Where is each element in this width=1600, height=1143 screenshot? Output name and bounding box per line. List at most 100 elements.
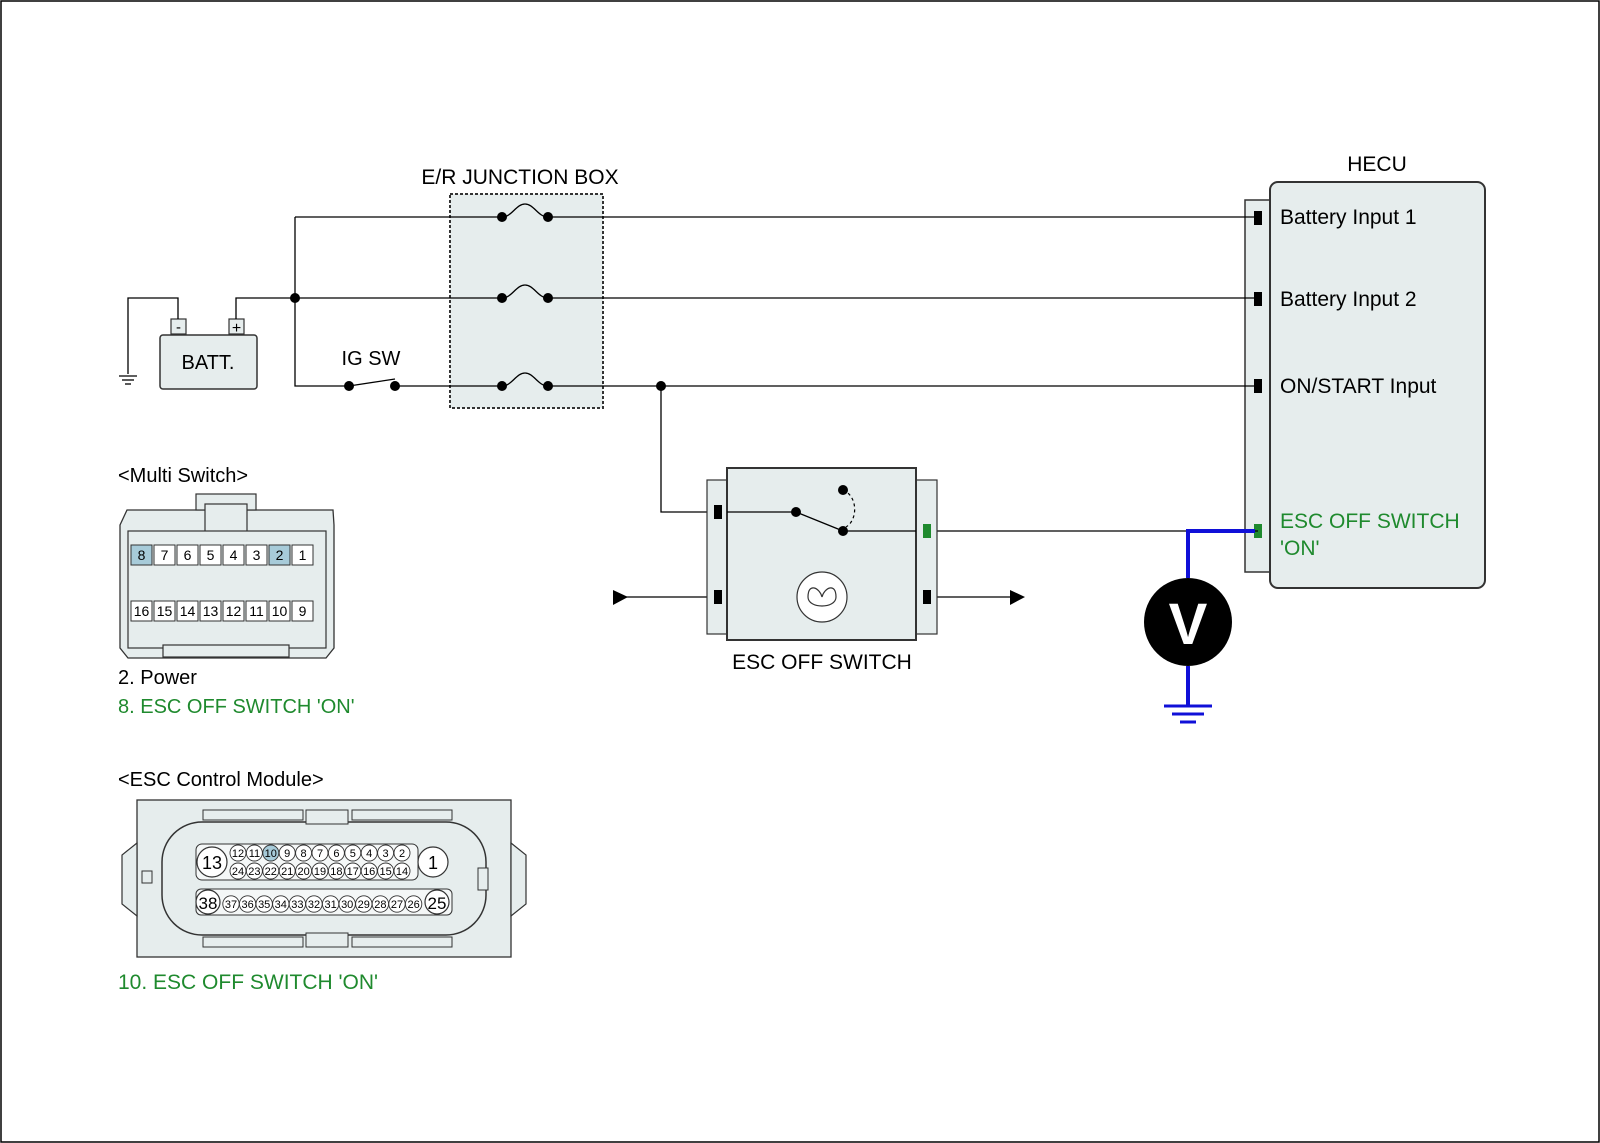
multi-switch-pin-label: 14 [180,603,196,619]
esc-module-pin-label: 26 [407,899,419,911]
esc-module-pin-label: 27 [391,899,403,911]
esc-module-pin-label: 19 [314,866,326,878]
esc-module-pin-label: 32 [308,899,320,911]
esc-pin-38-label: 38 [199,894,218,913]
esc-pin-row-3: 37 36 35 34 33 32 31 30 29 28 27 26 [222,895,423,913]
esc-pin-25-label: 25 [428,894,447,913]
multi-switch-pin [130,544,153,566]
multi-switch-pin [153,600,176,622]
esc-module-pin-label: 21 [281,866,293,878]
voltmeter-label: V [1169,592,1208,657]
esc-module-pin [393,844,411,862]
hecu-pin-battery-input-2: Battery Input 2 [1280,288,1417,311]
esc-module-pin-label: 7 [317,848,323,860]
esc-module-pin-label: 37 [225,899,237,911]
esc-off-switch: ESC OFF SWITCH [706,467,938,674]
multi-switch-pin [268,544,291,566]
esc-pin-25 [424,889,450,915]
hecu-pin-esc-off-line1: ESC OFF SWITCH [1280,510,1460,533]
voltmeter-icon [1144,578,1232,666]
junction-box: E/R JUNCTION BOX [421,166,619,409]
measure-wire [1186,529,1255,578]
main-wires [294,203,1258,598]
hecu-body [1269,181,1486,589]
multi-switch-pin [245,600,268,622]
esc-module-pin-label: 17 [347,866,359,878]
esc-module-pin-label: 29 [358,899,370,911]
esc-pin-13-label: 13 [202,853,222,873]
battery-body [159,334,258,390]
multi-switch-pin [176,600,199,622]
esc-module-title: <ESC Control Module> [118,769,324,791]
multi-switch-pin-label: 3 [253,547,261,563]
multi-switch-pin-label: 7 [161,547,169,563]
esc-switch-terminal-lamp-in [714,590,722,604]
multi-switch-pin-label: 12 [226,603,242,619]
esc-pin-38 [195,889,221,915]
ig-switch-label: IG SW [342,348,401,370]
voltmeter: V [1144,529,1255,724]
battery-wiring [119,297,295,385]
esc-module-pin-label: 8 [301,848,307,860]
multi-switch-title: <Multi Switch> [118,465,248,487]
esc-module-pin-label: 36 [241,899,253,911]
esc-module-pin-label: 9 [284,848,290,860]
esc-module-pin-label: 14 [396,866,408,878]
multi-switch-pin-label: 4 [230,547,238,563]
hecu-label: HECU [1347,153,1407,176]
esc-module-pin-label: 34 [275,899,287,911]
multi-switch-pin-label: 16 [134,603,150,619]
esc-switch-terminal-in [714,505,722,519]
multi-switch-pin-label: 5 [207,547,215,563]
multi-switch-pin [222,600,245,622]
hecu-pin-esc-off-line2: 'ON' [1280,537,1320,560]
esc-module-pin-label: 3 [383,848,389,860]
arrow-out-icon [1010,590,1025,605]
esc-module-pin-label: 5 [350,848,356,860]
multi-switch-pin-label: 11 [249,603,264,619]
hecu-terminal-2 [1254,292,1262,306]
esc-module-pin-label: 31 [324,899,336,911]
esc-pin-1 [417,846,449,878]
esc-module-pin-label: 15 [379,866,391,878]
multi-switch-pin [199,600,222,622]
multi-switch-pin-label: 9 [299,603,307,619]
multi-switch-pin-label: 6 [184,547,192,563]
multi-switch-pin [222,544,245,566]
hecu-pin-on-start-input: ON/START Input [1280,375,1437,398]
battery-plus-sign: + [232,320,241,337]
hecu-pin-battery-input-1: Battery Input 1 [1280,206,1417,229]
arrow-in-icon [613,590,628,605]
esc-module-pin-label: 28 [374,899,386,911]
switch-contact [795,511,844,532]
esc-module-pin-label: 11 [249,848,260,860]
multi-switch-note-power: 2. Power [118,667,197,689]
junction-box-outline [449,193,604,409]
esc-module-pin-label: 12 [232,848,244,860]
battery-label: BATT. [182,352,235,374]
esc-pin-1-label: 1 [428,853,438,873]
esc-module-pin-label: 30 [341,899,353,911]
esc-module-pin-label: 35 [258,899,270,911]
esc-module-pin-label: 33 [291,899,303,911]
multi-switch-pin [291,544,314,566]
battery: - + BATT. [159,318,258,390]
junction-dots [290,212,666,391]
multi-switch-pin-label: 8 [138,547,146,563]
hecu-module: HECU Battery Input 1 Battery Input 2 ON/… [1244,153,1486,589]
esc-module-note: 10. ESC OFF SWITCH 'ON' [118,971,378,994]
multi-switch-pin [245,544,268,566]
multi-switch-pin [291,600,314,622]
multi-switch-pin-label: 1 [299,547,307,563]
esc-module-pin-label: 10 [265,848,277,860]
junction-box-label: E/R JUNCTION BOX [421,166,618,189]
multi-switch-pin-label: 2 [276,547,284,563]
esc-switch-left-connector [706,479,728,635]
lamp-filament [807,587,837,607]
